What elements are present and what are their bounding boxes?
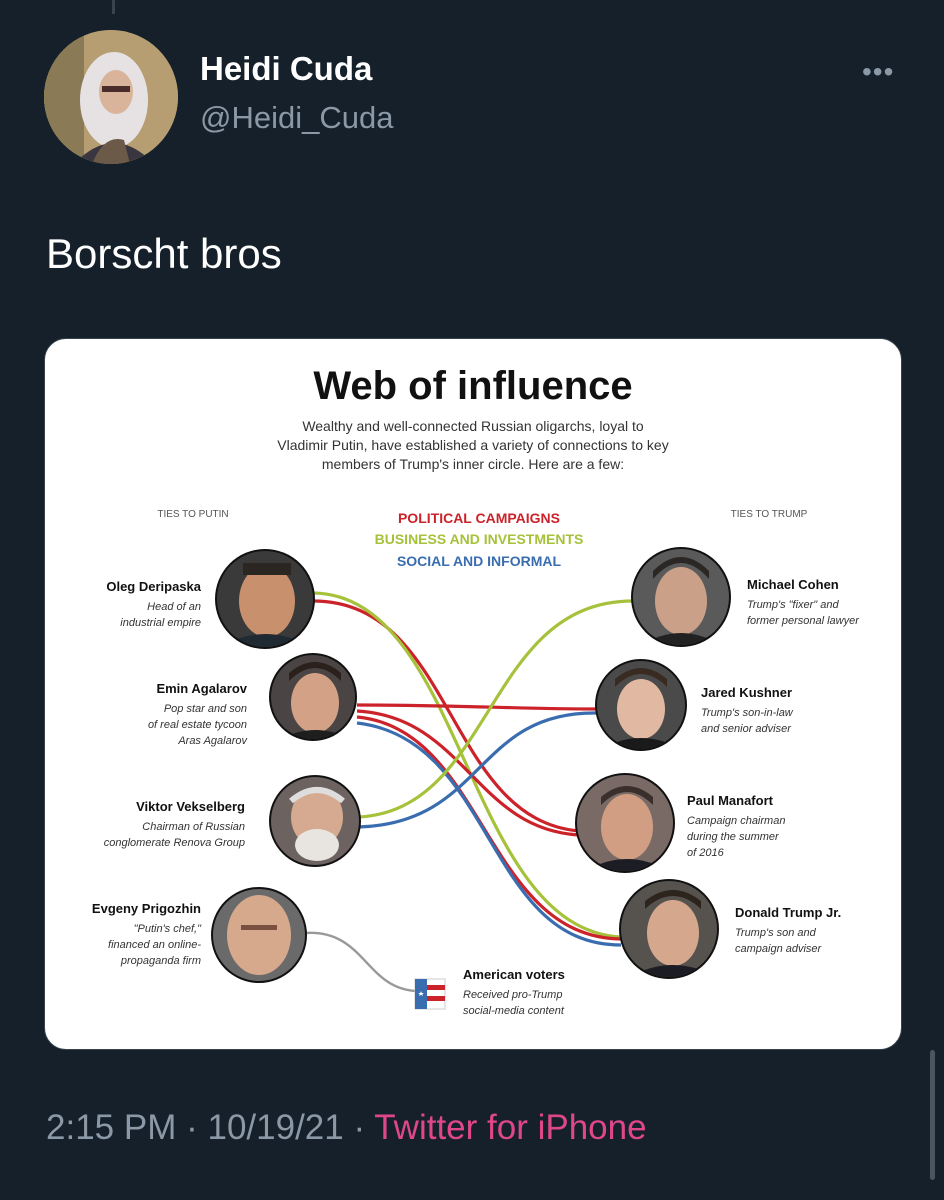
infographic-subtitle-line-3: members of Trump's inner circle. Here ar… bbox=[322, 456, 624, 472]
web-of-influence-infographic: Web of influence Wealthy and well-connec… bbox=[92, 364, 860, 1017]
agalarov-desc-2: of real estate tycoon bbox=[148, 719, 247, 731]
deripaska-name: Oleg Deripaska bbox=[106, 579, 201, 594]
meta-separator: · bbox=[186, 1108, 198, 1147]
legend-social-informal: SOCIAL AND INFORMAL bbox=[397, 553, 562, 569]
trump-jr-desc-2: campaign adviser bbox=[735, 943, 823, 955]
avatar-image bbox=[44, 30, 178, 164]
line-deripaska-manafort-political bbox=[312, 599, 580, 833]
tweet-text: Borscht bros bbox=[46, 230, 282, 277]
line-vekselberg-kushner-social bbox=[358, 711, 598, 829]
voters-name: American voters bbox=[463, 967, 565, 982]
vekselberg-desc-2: conglomerate Renova Group bbox=[104, 837, 245, 849]
manafort-name: Paul Manafort bbox=[687, 793, 774, 808]
prigozhin-desc-3: propaganda firm bbox=[120, 955, 201, 967]
agalarov-desc-3: Aras Agalarov bbox=[177, 735, 248, 747]
infographic-subtitle-line-2: Vladimir Putin, have established a varie… bbox=[277, 437, 668, 453]
ties-to-trump-header: TIES TO TRUMP bbox=[731, 509, 808, 520]
line-agalarov-kushner-political bbox=[356, 703, 598, 711]
tweet-source-link[interactable]: Twitter for iPhone bbox=[374, 1108, 647, 1147]
infographic-subtitle-line-1: Wealthy and well-connected Russian oliga… bbox=[302, 418, 644, 434]
meta-separator: · bbox=[353, 1108, 366, 1147]
trump-jr-desc-1: Trump's son and bbox=[735, 927, 817, 939]
line-prigozhin-voters bbox=[304, 931, 418, 993]
kushner-photo bbox=[595, 659, 687, 751]
prigozhin-photo bbox=[211, 887, 307, 983]
vekselberg-photo bbox=[269, 775, 361, 867]
agalarov-desc-1: Pop star and son bbox=[164, 703, 247, 715]
manafort-photo bbox=[575, 773, 675, 873]
line-agalarov-manafort-political bbox=[356, 709, 580, 837]
trump-jr-photo bbox=[619, 879, 719, 979]
author-handle[interactable]: @Heidi_Cuda bbox=[200, 100, 394, 135]
legend-business-investments: BUSINESS AND INVESTMENTS bbox=[375, 531, 584, 547]
tweet-timestamp-line: 2:15 PM · 10/19/21 · Twitter for iPhone bbox=[46, 1108, 647, 1148]
kushner-name: Jared Kushner bbox=[701, 685, 792, 700]
line-vekselberg-cohen-business bbox=[358, 599, 634, 819]
more-options-icon[interactable]: ••• bbox=[862, 56, 895, 87]
deripaska-desc-1: Head of an bbox=[147, 601, 201, 613]
vekselberg-name: Viktor Vekselberg bbox=[136, 799, 245, 814]
scrollbar[interactable] bbox=[930, 1050, 935, 1180]
tweet-time[interactable]: 2:15 PM bbox=[46, 1108, 177, 1147]
legend-political-campaigns: POLITICAL CAMPAIGNS bbox=[398, 510, 560, 526]
manafort-desc-3: of 2016 bbox=[687, 847, 725, 859]
trump-jr-name: Donald Trump Jr. bbox=[735, 905, 841, 920]
deripaska-desc-2: industrial empire bbox=[120, 617, 201, 629]
thread-connector-line bbox=[112, 0, 115, 14]
voters-desc-1: Received pro-Trump bbox=[463, 989, 562, 1001]
manafort-desc-2: during the summer bbox=[687, 831, 780, 843]
prigozhin-desc-1: "Putin's chef," bbox=[134, 923, 202, 935]
tweet-date[interactable]: 10/19/21 bbox=[207, 1108, 344, 1147]
connection-lines bbox=[304, 591, 634, 993]
deripaska-photo bbox=[215, 549, 315, 649]
prigozhin-name: Evgeny Prigozhin bbox=[92, 901, 201, 916]
manafort-desc-1: Campaign chairman bbox=[687, 815, 785, 827]
voters-desc-2: social-media content bbox=[463, 1005, 565, 1017]
prigozhin-desc-2: financed an online- bbox=[108, 939, 201, 951]
ties-to-putin-header: TIES TO PUTIN bbox=[157, 509, 228, 520]
cohen-desc-2: former personal lawyer bbox=[747, 615, 860, 627]
infographic-title: Web of influence bbox=[313, 364, 632, 408]
author-avatar[interactable] bbox=[44, 30, 178, 164]
cohen-name: Michael Cohen bbox=[747, 577, 839, 592]
author-name[interactable]: Heidi Cuda bbox=[200, 50, 373, 87]
agalarov-name: Emin Agalarov bbox=[156, 681, 247, 696]
vekselberg-desc-1: Chairman of Russian bbox=[142, 821, 245, 833]
agalarov-photo bbox=[269, 653, 357, 741]
kushner-desc-2: and senior adviser bbox=[701, 723, 792, 735]
ballot-box-icon bbox=[414, 978, 446, 1010]
tweet-media-image[interactable]: Web of influence Wealthy and well-connec… bbox=[44, 338, 902, 1050]
cohen-photo bbox=[631, 547, 731, 647]
line-agalarov-trumpjr-social bbox=[356, 721, 622, 947]
cohen-desc-1: Trump's "fixer" and bbox=[747, 599, 840, 611]
kushner-desc-1: Trump's son-in-law bbox=[701, 707, 794, 719]
line-deripaska-trumpjr-business bbox=[312, 591, 622, 939]
